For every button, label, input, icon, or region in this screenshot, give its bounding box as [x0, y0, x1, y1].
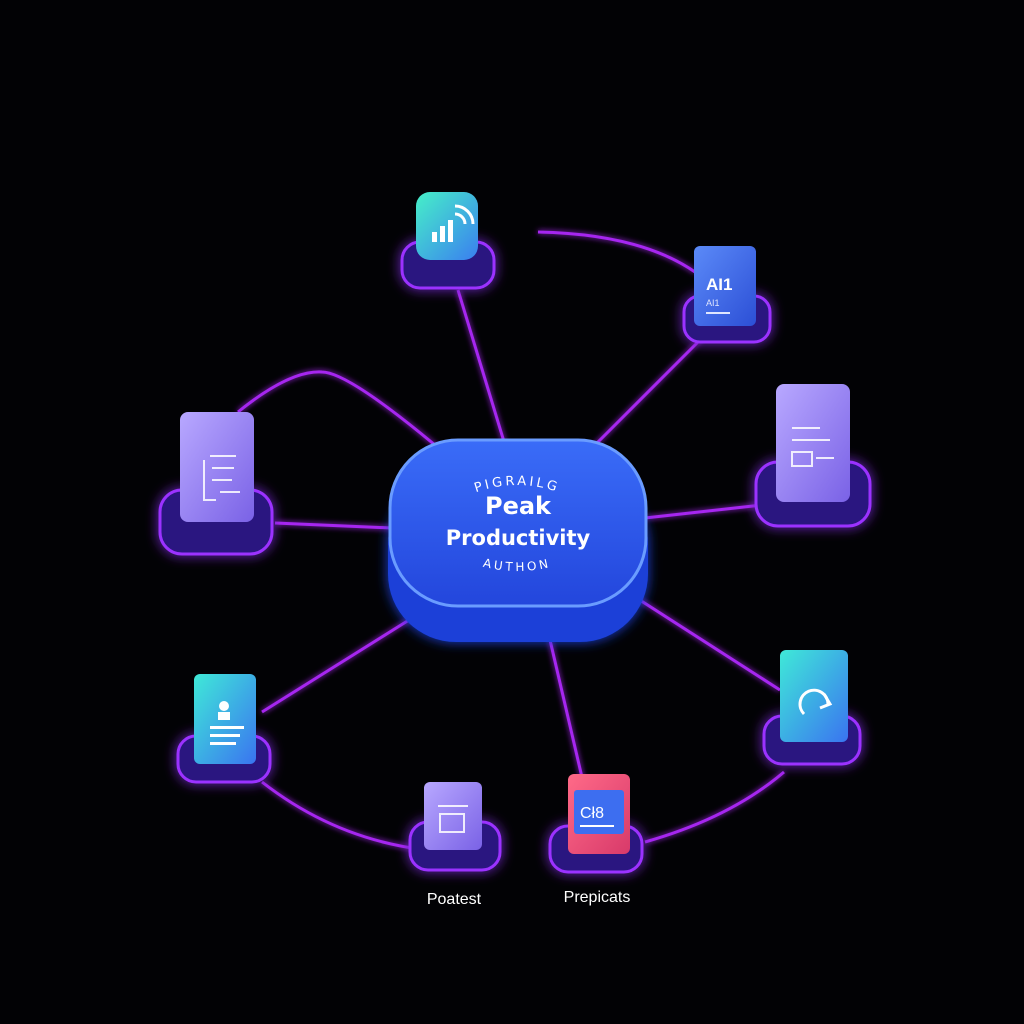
hub-top: [388, 438, 648, 608]
connector-bottom-right-arc: [644, 770, 785, 844]
node-profile-card[interactable]: [176, 674, 272, 784]
node-refresh-card[interactable]: [762, 650, 862, 766]
connector-lower-left: [261, 608, 426, 714]
caption-right: Prepicats: [564, 889, 631, 906]
card-face: [416, 192, 478, 260]
signal-chart-icon: [432, 204, 475, 242]
notes-icon: [438, 805, 468, 833]
card-face: [694, 246, 756, 326]
profile-icon: [210, 701, 244, 745]
hub-node[interactable]: PIGRAILG Peak Productivity AUTHON: [388, 438, 648, 642]
node-document-card-left[interactable]: [158, 412, 274, 556]
node-document-card-right[interactable]: [754, 384, 872, 528]
document-lines-icon: [203, 455, 240, 501]
ai-card-line: [706, 312, 730, 314]
connector-ai-card: [578, 328, 712, 462]
ai-card-text: AI1: [706, 275, 732, 294]
node-signal-card[interactable]: [400, 192, 496, 290]
caption-left: Poatest: [427, 891, 482, 908]
connector-arc-top: [537, 230, 696, 274]
chart-card-panel: [574, 790, 624, 834]
hub-title-line2: Productivity: [446, 526, 591, 550]
refresh-icon: [798, 688, 833, 716]
connector-bottom-left-arc: [261, 780, 413, 850]
connector-top-left-card: [456, 289, 507, 446]
card-face: [424, 782, 482, 850]
connector-left-arc: [237, 370, 456, 464]
card-face: [776, 384, 850, 502]
card-face: [780, 650, 848, 742]
node-chart-card[interactable]: Cł8: [548, 774, 644, 874]
ai-card-subtext: AI1: [706, 298, 720, 308]
connector-bottom-center: [548, 639, 586, 787]
hub-title-line1: Peak: [485, 492, 552, 520]
form-lines-icon: [791, 427, 834, 467]
connector-left-card: [274, 521, 393, 530]
node-ai-card[interactable]: AI1 AI1: [682, 246, 772, 344]
connector-right-card: [644, 503, 763, 520]
connector-lower-right: [631, 593, 781, 692]
node-notes-card[interactable]: [408, 782, 502, 872]
connectors: [237, 230, 785, 850]
hub-bottom-text: AUTHON: [482, 556, 552, 574]
chart-card-text: Cł8: [580, 805, 604, 822]
